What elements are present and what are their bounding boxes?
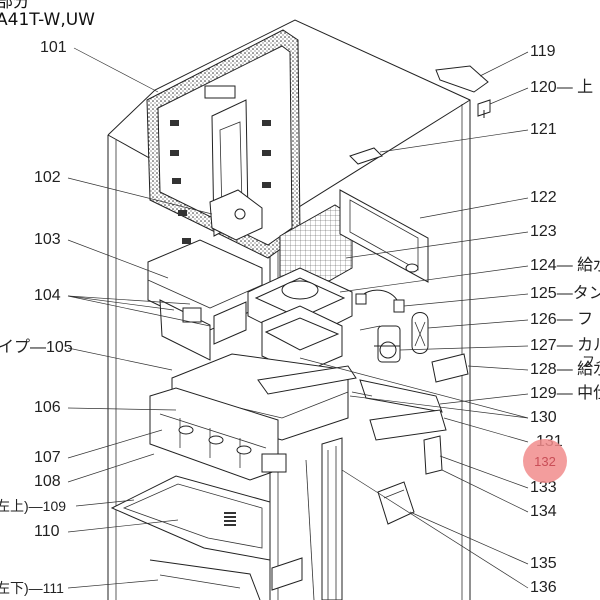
label-133: 133 [530,479,557,496]
header-model: A41T-W,UW [0,10,95,30]
filter-126 [411,312,429,354]
label-135: 135 [530,555,557,572]
water-tank [247,267,353,375]
center-column [305,437,343,600]
label-128: 128— 給水 [530,361,600,378]
label-102: 102 [34,169,61,186]
label-124: 124— 給水 [530,257,600,274]
label-106: 106 [34,399,61,416]
lower-frame [149,557,303,600]
shelf-assembly [147,239,263,361]
label-127: 127— カル [530,337,600,354]
leader-lines [67,47,529,589]
door-gasket [146,29,301,259]
label-130: 130 [530,409,557,426]
label-108: 108 [34,473,61,490]
label-104: 104 [34,287,61,304]
label-105: イプ—105 [0,339,73,356]
label-111: 左下)—111 [0,580,64,596]
label-134: 134 [530,503,557,520]
panel-122 [339,189,429,283]
label-103: 103 [34,231,61,248]
label-127-cont: フィ [582,354,600,369]
hinge-parts [349,65,491,165]
label-119: 119 [530,43,556,60]
label-126: 126— フ [530,311,594,328]
label-121: 121 [530,121,557,138]
right-rails [351,325,447,441]
pump-127 [374,325,401,363]
tank-pipe [355,289,405,313]
ice-tray [149,387,287,481]
label-129: 129— 中仕 [530,385,600,402]
label-125: 125—タン [530,285,600,302]
label-123: 123 [530,223,557,240]
bracket-133 [423,435,443,475]
highlight-badge-132[interactable]: 132 [523,439,567,483]
label-101: 101 [40,39,67,56]
label-109: 左上)—109 [0,498,67,514]
shelf-110 [110,475,271,561]
label-136: 136 [530,579,557,596]
header-title: 部分 [0,0,30,12]
label-122: 122 [530,189,557,206]
label-110: 110 [34,523,60,540]
label-120: 120— 上 [530,79,594,96]
highlight-badge-label: 132 [534,453,556,469]
part-128 [431,353,469,383]
label-107: 107 [34,449,61,466]
door-bin-135 [377,481,415,525]
